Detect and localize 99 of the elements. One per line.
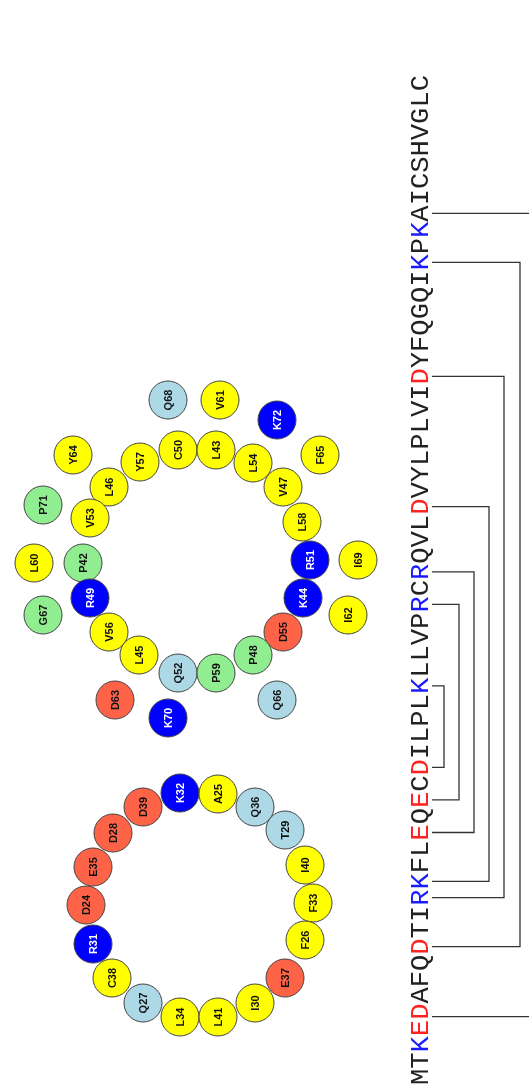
residue-label: C50: [172, 439, 184, 461]
residue-circle: [263, 467, 303, 507]
residue-circle: [120, 442, 160, 482]
residue-circle: [263, 612, 303, 652]
residue-label: F26: [299, 930, 311, 950]
residue-circle: [119, 635, 159, 675]
residue-label: C38: [106, 967, 118, 989]
residue-label: T29: [279, 820, 291, 840]
residue-circle: [198, 997, 238, 1037]
residue-circle: [285, 920, 325, 960]
residue-circle: [148, 698, 188, 738]
residue-circle: [285, 845, 325, 885]
residue-circle: [92, 958, 132, 998]
residue-circle: [23, 485, 63, 525]
residue-circle: [196, 653, 236, 693]
residue-label: E35: [87, 857, 99, 877]
residue-circle: [282, 502, 322, 542]
residue-label: L45: [133, 645, 145, 665]
residue-circle: [158, 653, 198, 693]
residue-label: V47: [277, 477, 289, 497]
residue-label: K32: [174, 782, 186, 804]
residue-circle: [235, 983, 275, 1023]
residue-circle: [70, 498, 110, 538]
residue-circle: [265, 810, 305, 850]
residue-label: D55: [277, 621, 289, 643]
residue-label: L54: [247, 453, 259, 473]
residue-circle: [148, 380, 188, 420]
residue-circle: [265, 958, 305, 998]
residue-circle: [95, 680, 135, 720]
residue-label: V53: [84, 508, 96, 528]
residue-label: Y64: [67, 445, 79, 465]
residue-circle: [160, 773, 200, 813]
residue-circle: [283, 578, 323, 618]
residue-label: D28: [107, 822, 119, 844]
residue-label: L34: [174, 1007, 186, 1027]
residue-circle: [200, 380, 240, 420]
residue-circle: [233, 443, 273, 483]
residue-label: D24: [80, 894, 92, 916]
residue-circle: [198, 774, 238, 814]
residue-label: I40: [299, 857, 311, 873]
residue-circle: [300, 435, 340, 475]
residue-circle: [158, 430, 198, 470]
residue-circle: [66, 885, 106, 925]
residue-circle: [233, 635, 273, 675]
residue-label: E37: [279, 968, 291, 988]
residue-circle: [89, 467, 129, 507]
residue-circle: [338, 540, 378, 580]
residue-label: K44: [297, 587, 309, 609]
residue-circle: [257, 400, 297, 440]
residue-circle: [70, 578, 110, 618]
residue-label: D63: [109, 689, 121, 711]
residue-label: R49: [84, 587, 96, 609]
residue-label: G67: [37, 604, 49, 626]
residue-circle: [123, 787, 163, 827]
residue-circle: [89, 612, 129, 652]
residue-circle: [160, 997, 200, 1037]
residue-label: P59: [210, 663, 222, 683]
residue-label: V56: [103, 622, 115, 642]
residue-label: K70: [162, 707, 174, 729]
residue-label: L60: [28, 553, 40, 573]
residue-label: A25: [212, 783, 224, 805]
residue-circle: [73, 847, 113, 887]
residue-label: Q36: [249, 796, 261, 818]
residue-circle: [290, 540, 330, 580]
residue-label: F65: [314, 445, 326, 465]
residue-circle: [235, 787, 275, 827]
residue-label: F33: [307, 893, 319, 913]
residue-circle: [93, 813, 133, 853]
residue-circle: [328, 595, 368, 635]
residue-label: Q68: [162, 389, 174, 411]
residue-circle: [257, 680, 297, 720]
residue-circle: [14, 543, 54, 583]
residue-circle: [123, 983, 163, 1023]
residue-label: V61: [214, 390, 226, 410]
residue-label: Q27: [137, 992, 149, 1014]
residue-circle: [23, 595, 63, 635]
residue-label: I69: [352, 552, 364, 568]
residue-label: I30: [249, 995, 261, 1011]
residue-label: R31: [87, 933, 99, 955]
residue-label: L58: [296, 512, 308, 532]
residue-label: D39: [137, 796, 149, 818]
residue-circle: [73, 924, 113, 964]
residue-circle: [63, 543, 103, 583]
residue-label: Q66: [271, 689, 283, 711]
sequence-text: MTKEDAFQDTIRKFLEQECDILPLKLLVPRCRQVLDVYLPLVIDYFQGQIKPKAICSHVGLC: [406, 75, 436, 1085]
residue-label: L43: [210, 440, 222, 460]
residue-label: K72: [271, 409, 283, 431]
residue-label: Y57: [134, 452, 146, 472]
residue-circle: [53, 435, 93, 475]
residue-circle: [293, 883, 333, 923]
residue-label: I62: [342, 607, 354, 623]
residue-label: L41: [212, 1007, 224, 1027]
residue-label: L46: [103, 477, 115, 497]
residue-circle: [196, 430, 236, 470]
residue-label: P48: [247, 645, 259, 665]
residue-label: P42: [77, 553, 89, 573]
residue-label: R51: [304, 549, 316, 571]
residue-label: P71: [37, 495, 49, 515]
residue-label: Q52: [172, 662, 184, 684]
